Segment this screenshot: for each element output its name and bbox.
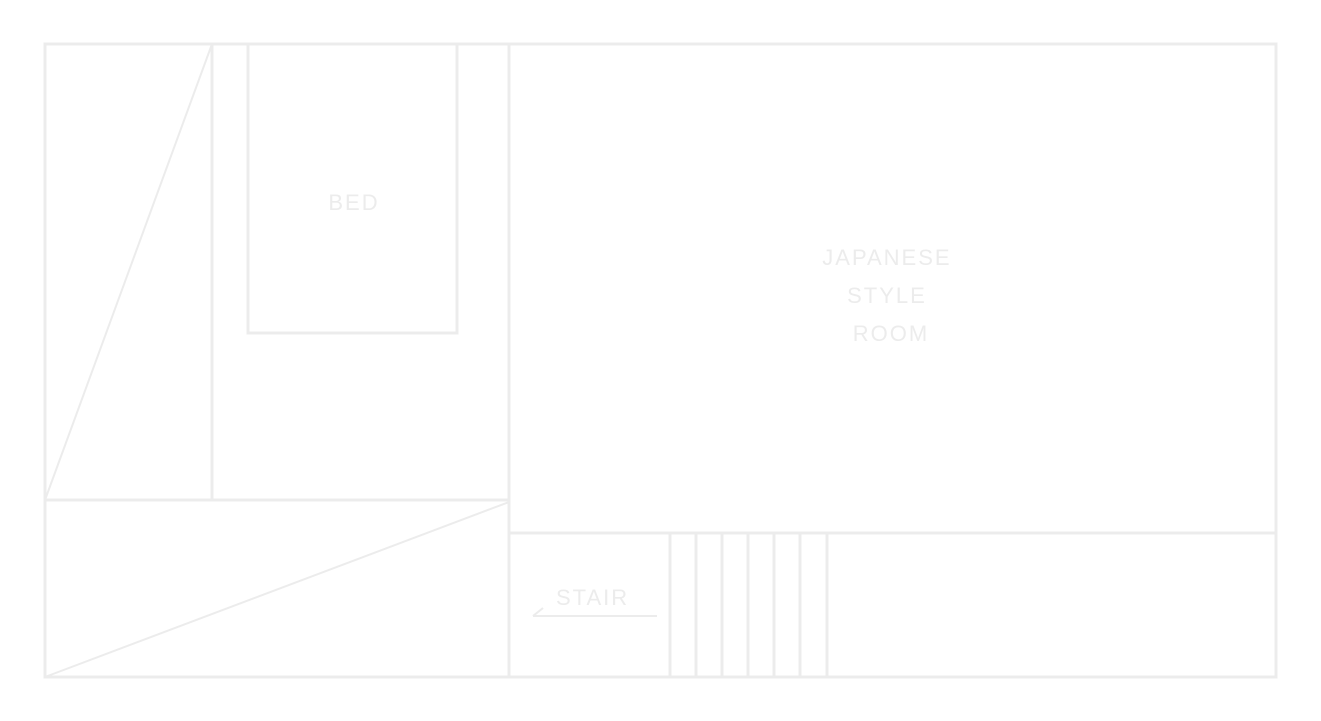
- bed-outline: [246, 42, 459, 335]
- bed-label: BED: [328, 190, 379, 215]
- japanese-room-label-line-2: STYLE: [847, 283, 927, 308]
- japanese-room-label-line-3: ROOM: [853, 321, 929, 346]
- left-diagonal-line: [44, 43, 213, 501]
- stair-steps: [668, 533, 829, 677]
- outer-wall: [43, 42, 1278, 679]
- japanese-room-label: JAPANESE STYLE ROOM: [822, 245, 959, 346]
- lower-diagonal-line: [44, 501, 510, 678]
- stair-arrow-head: [532, 607, 544, 617]
- japanese-room-label-line-1: JAPANESE: [822, 245, 951, 270]
- stair-label: STAIR: [556, 585, 629, 610]
